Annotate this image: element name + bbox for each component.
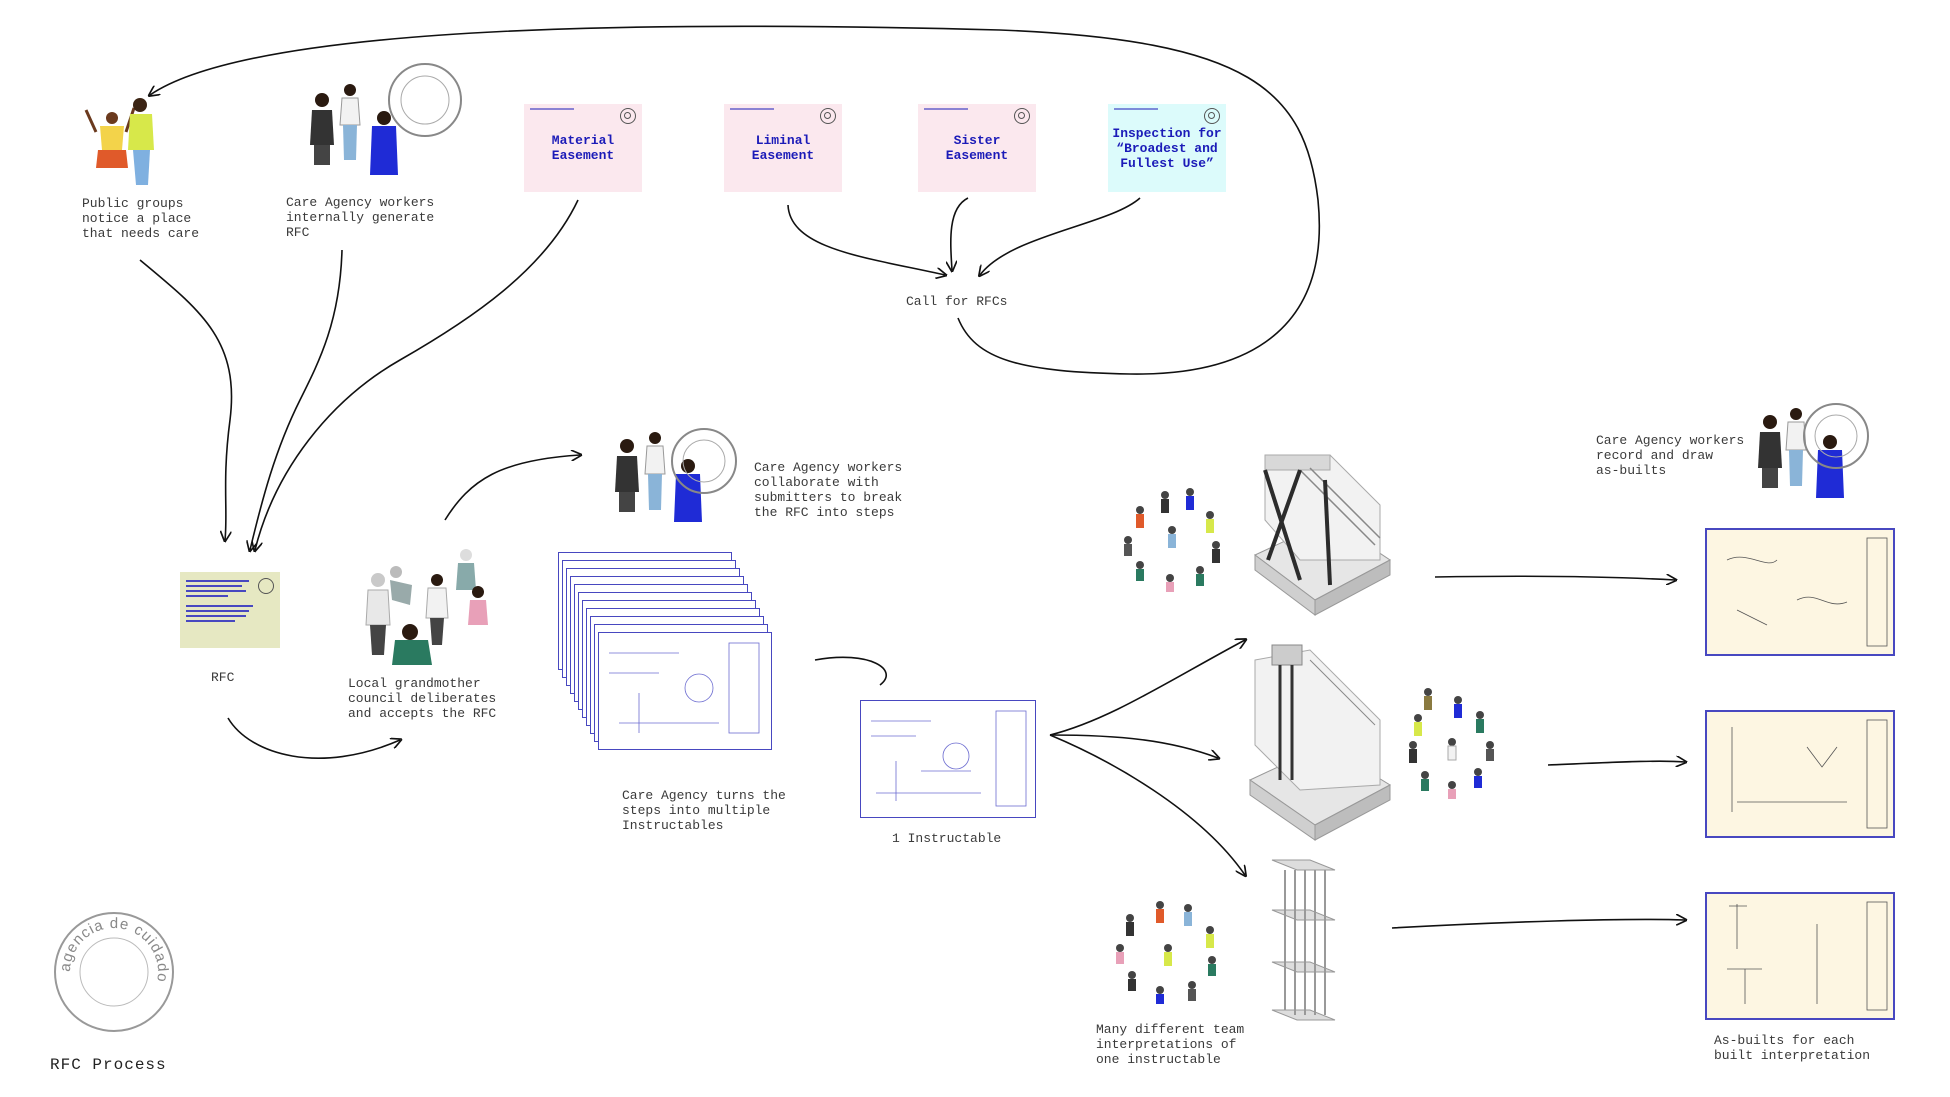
arrow-material-to-rfc [255,199,579,550]
arrow-fan-bottom [1049,734,1245,875]
loop-arrow [150,25,1321,375]
sister-easement-label: Sister Easement [945,133,1009,163]
grandmother-council-icon [365,549,488,665]
rfc-card-text-lines [186,580,256,625]
care-workers-group-2-icon [615,432,702,522]
arrow-model1-to-asbuilt [1434,576,1675,580]
asbuilt-sheet-3[interactable] [1705,892,1895,1020]
svg-text:agencia de cuidado: agencia de cuidado [57,915,171,984]
single-instructable-sheet[interactable] [860,700,1036,818]
care-workers-group-1-icon [310,84,398,175]
arrow-sister-to-call [951,197,969,270]
inspection-card[interactable]: Inspection for “Broadest and Fullest Use… [1108,104,1226,192]
material-easement-card[interactable]: Material Easement [524,104,642,192]
card-seal-icon [820,108,836,124]
label-council: Local grandmother council deliberates an… [348,676,497,721]
arrow-model3-to-asbuilt [1391,919,1685,929]
asbuilt-sheet-2[interactable] [1705,710,1895,838]
label-public-groups: Public groups notice a place that needs … [82,196,200,241]
model-1-icon [1254,454,1391,616]
stamp-seal-icon [1803,403,1869,469]
label-rfc: RFC [211,670,235,685]
card-seal-icon [258,578,274,594]
material-easement-label: Material Easement [551,133,615,163]
label-asbuilts: As-builts for each built interpretation [1714,1033,1871,1063]
card-seal-icon [1014,108,1030,124]
sheet-drawing-icon [609,642,760,734]
arrow-fan-top [1049,640,1245,736]
arrow-model2-to-asbuilt [1547,761,1685,765]
label-one-instructable: 1 Instructable [892,831,1002,846]
arrow-inspection-to-call [980,197,1141,275]
arrow-stack-to-instructable [814,656,887,686]
sheet-drawing-icon [871,710,1027,807]
sheet-drawing-icon [1731,719,1888,829]
arrow-workers-to-rfc [250,249,343,550]
liminal-easement-card[interactable]: Liminal Easement [724,104,842,192]
model-3-icon [1271,859,1336,1021]
liminal-easement-label: Liminal Easement [751,133,815,163]
sister-easement-card[interactable]: Sister Easement [918,104,1036,192]
arrow-rfc-to-council [227,717,400,759]
team-circle-2-icon [1409,688,1494,799]
team-circle-3-icon [1116,901,1216,1004]
label-workers-generate: Care Agency workers internally generate … [286,195,435,240]
card-seal-icon [1204,108,1220,124]
arrow-public-to-rfc [139,259,233,540]
stamp-seal-icon [671,428,737,494]
asbuilt-sheet-1[interactable] [1705,528,1895,656]
label-turns-steps: Care Agency turns the steps into multipl… [622,788,786,833]
arrow-council-to-collab [444,455,580,521]
card-seal-icon [620,108,636,124]
model-2-icon [1248,644,1392,841]
process-title: RFC Process [50,1056,167,1074]
label-call-for-rfcs: Call for RFCs [906,294,1008,309]
label-workers-record: Care Agency workers record and draw as-b… [1596,433,1745,478]
sheet-drawing-icon [1727,901,1888,1011]
team-circle-1-icon [1124,488,1220,592]
rfc-card[interactable] [180,572,280,648]
label-team-interpretations: Many different team interpretations of o… [1096,1022,1245,1067]
arrow-liminal-to-call [787,204,945,275]
stamp-seal-icon [388,63,462,137]
agency-seal-logo: agencia de cuidado [52,910,176,1034]
care-workers-group-3-icon [1758,408,1844,498]
arrow-fan-mid [1049,734,1218,758]
inspection-label: Inspection for “Broadest and Fullest Use… [1112,125,1222,171]
public-group-figures-icon [84,98,154,185]
label-workers-collaborate: Care Agency workers collaborate with sub… [754,460,903,520]
sheet-drawing-icon [1726,537,1888,647]
seal-text: agencia de cuidado [57,915,170,984]
